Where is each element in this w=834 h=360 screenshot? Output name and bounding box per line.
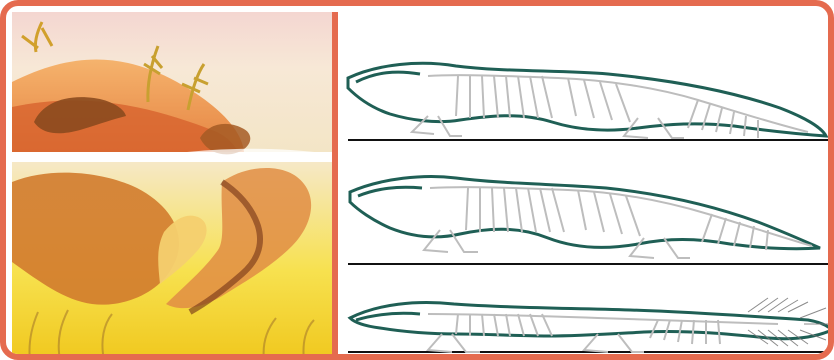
skeleton-1 [348,63,828,140]
illustration-svg [12,12,332,360]
left-illustration-panel [12,12,332,360]
skeleton-3 [348,298,832,352]
skeleton-1-mouth [356,72,420,82]
skeletons-svg [338,12,834,360]
right-skeleton-panel [338,12,834,360]
skeleton-3-mouth [356,313,420,320]
skeleton-3-outline [350,303,832,339]
skeleton-2 [348,177,828,264]
skeleton-2-mouth [358,187,422,196]
